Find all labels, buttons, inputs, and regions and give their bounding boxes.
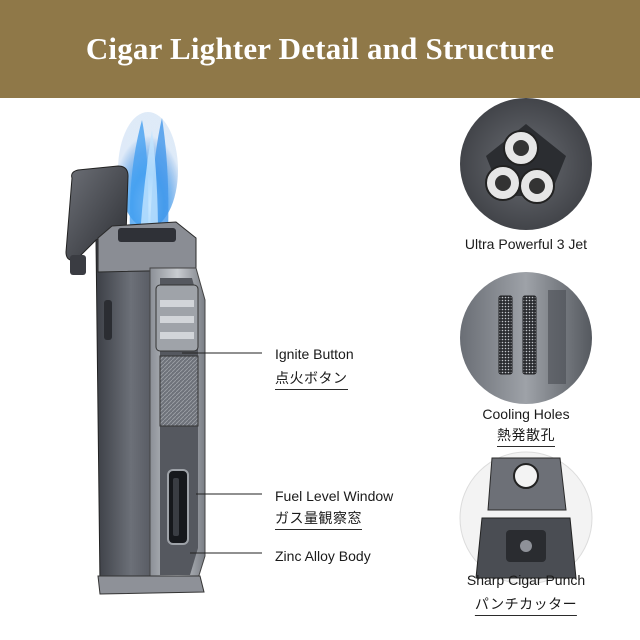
flame <box>118 112 178 235</box>
ignite-label: Ignite Button <box>275 346 354 362</box>
jet-detail-circle <box>460 98 592 230</box>
leader-lines <box>182 352 262 554</box>
detail-circles <box>459 98 593 585</box>
page-title: Cigar Lighter Detail and Structure <box>85 31 555 66</box>
body-label: Zinc Alloy Body <box>275 548 371 564</box>
ignite-label-jp: 点火ボタン <box>275 368 348 390</box>
lighter-illustration <box>65 112 206 595</box>
cooling-label: Cooling Holes <box>482 406 570 422</box>
cooling-label-jp: 熱発散孔 <box>497 425 555 447</box>
jet-nozzle-3 <box>519 168 555 204</box>
jet-label: Ultra Powerful 3 Jet <box>464 236 588 252</box>
fuel-label: Fuel Level Window <box>275 488 394 504</box>
fuel-label-jp: ガス量観察窓 <box>275 508 362 530</box>
punch-detail-circle <box>459 451 593 585</box>
cooling-detail-circle <box>460 272 592 404</box>
punch-label-jp: パンチカッター <box>474 594 578 616</box>
jet-nozzle-2 <box>485 165 521 201</box>
jet-nozzle-1 <box>503 130 539 166</box>
header-banner: Cigar Lighter Detail and Structure <box>0 0 640 98</box>
product-canvas: PIPITA Ignite Button 点火ボタン Fuel Level Wi… <box>0 98 640 640</box>
punch-label: Sharp Cigar Punch <box>466 572 586 588</box>
